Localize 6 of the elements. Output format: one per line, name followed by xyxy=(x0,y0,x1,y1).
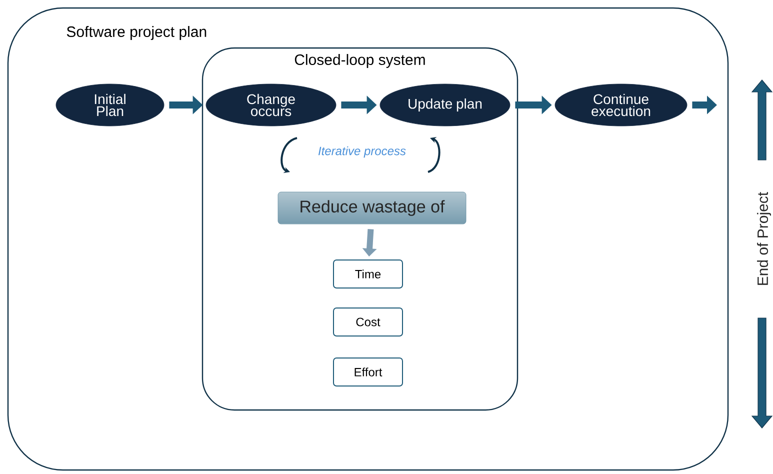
item-box: Effort xyxy=(333,358,403,386)
heading-box: Reduce wastage of xyxy=(278,192,466,224)
loop-label: Iterative process xyxy=(318,146,406,158)
item-box: Time xyxy=(333,260,403,288)
item-box: Cost xyxy=(333,308,403,336)
side-label: End of Project xyxy=(757,192,771,285)
